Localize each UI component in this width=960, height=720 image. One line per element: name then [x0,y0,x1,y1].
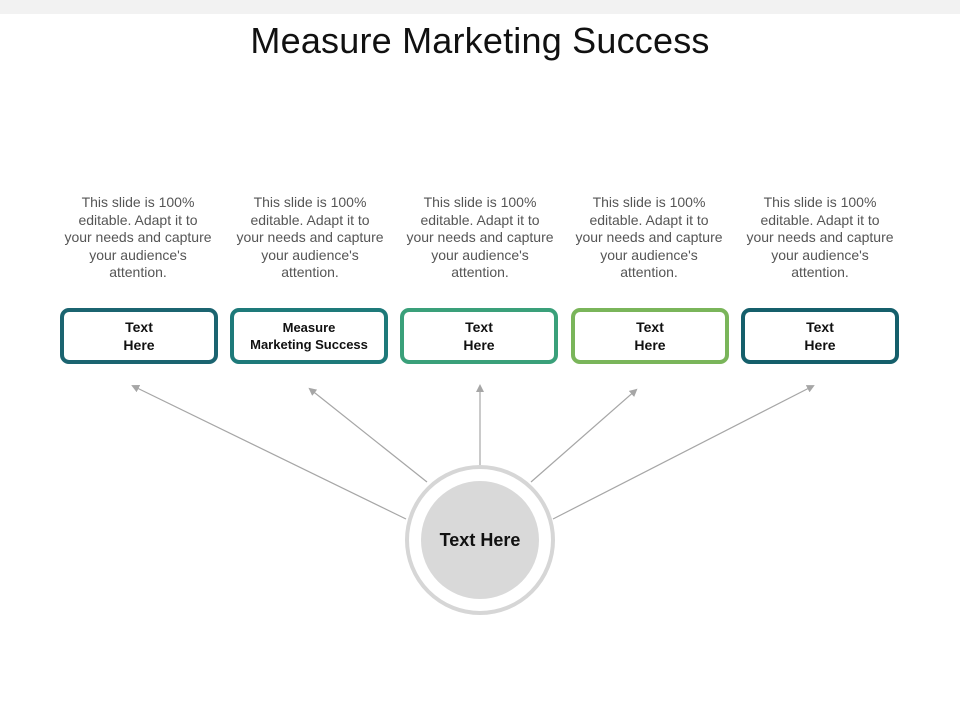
hub-label: Text Here [439,529,521,550]
arrow-line-2 [308,387,428,483]
arrow-line-4 [530,388,638,483]
item-description-4: This slide is 100% editable. Adapt it to… [575,194,723,280]
item-box-4: Text Here [571,308,729,364]
item-label-2: Measure Marketing Success [250,320,368,352]
item-label-4: Text Here [634,319,666,353]
item-label-3: Text Here [463,319,495,353]
item-label-5: Text Here [804,319,836,353]
item-box-3: Text Here [400,308,558,364]
item-box-5: Text Here [741,308,899,364]
item-description-2: This slide is 100% editable. Adapt it to… [236,194,384,280]
item-description-3: This slide is 100% editable. Adapt it to… [406,194,554,280]
top-strip [0,0,960,14]
item-description-5: This slide is 100% editable. Adapt it to… [746,194,894,280]
item-label-1: Text Here [123,319,155,353]
hub-circle: Text Here [421,481,539,599]
slide-title: Measure Marketing Success [250,20,710,61]
arrow-line-1 [131,385,407,520]
item-box-1: Text Here [60,308,218,364]
item-description-1: This slide is 100% editable. Adapt it to… [64,194,212,280]
item-box-2: Measure Marketing Success [230,308,388,364]
arrow-line-5 [552,385,815,520]
